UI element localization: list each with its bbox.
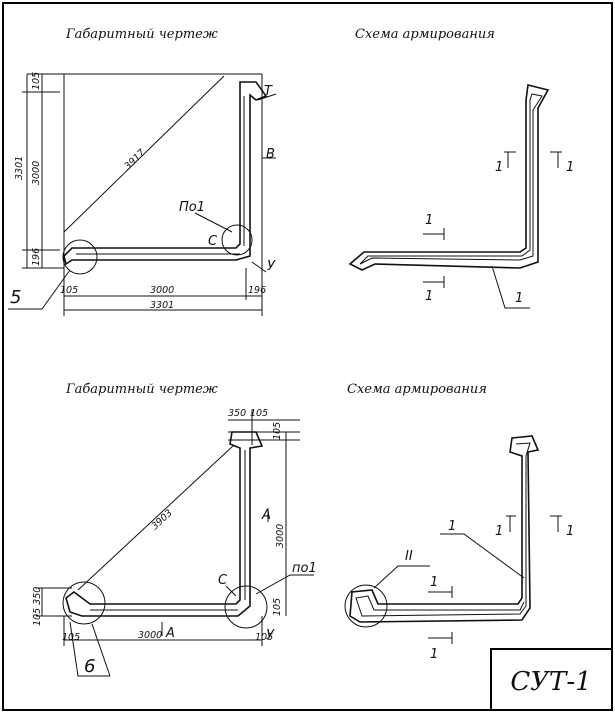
dim-w-inner: 3000 bbox=[150, 285, 174, 296]
node-circle-right bbox=[221, 224, 253, 256]
panel-top-left: Габаритный чертеж 3301 3000 105 196 3917… bbox=[8, 27, 277, 316]
rebar-label: 1 bbox=[515, 291, 523, 306]
callout-5-leader bbox=[8, 269, 71, 310]
leader-po1 bbox=[255, 574, 314, 595]
sec-v-right: 1 bbox=[566, 160, 574, 175]
label-t: Т bbox=[264, 84, 273, 99]
panel-bottom-left: Габаритный чертеж 3903 350 105 105 3000 … bbox=[32, 382, 317, 677]
callout-6-leader bbox=[69, 621, 110, 677]
dim-left-h: 105 350 bbox=[32, 587, 43, 626]
dim-diag-label: 3903 bbox=[150, 508, 175, 533]
label-v: В bbox=[266, 147, 275, 162]
dim-diagonal bbox=[77, 444, 235, 591]
dim-h-top: 105 bbox=[31, 72, 42, 90]
label-po1: По1 bbox=[179, 200, 205, 215]
title-gabarit-top: Габаритный чертеж bbox=[65, 27, 218, 42]
label-a-h: А bbox=[165, 626, 175, 641]
node-label: II bbox=[405, 549, 413, 564]
dim-w-left: 105 bbox=[60, 285, 78, 296]
sec-v-right: 1 bbox=[566, 524, 574, 539]
callout-6-leader bbox=[91, 623, 111, 677]
l-element-inner-line bbox=[76, 96, 245, 255]
label-u: У bbox=[267, 259, 276, 274]
sec-h-bot: 1 bbox=[430, 647, 438, 662]
node-circle-right bbox=[224, 585, 268, 629]
label-po1: по1 bbox=[292, 561, 317, 576]
label-a-v: А bbox=[261, 508, 271, 523]
dim-diagonal bbox=[63, 75, 225, 233]
dim-diag-label: 3917 bbox=[122, 147, 147, 172]
l-element-outline bbox=[63, 81, 268, 266]
dim-top-w: 350 bbox=[228, 408, 246, 419]
dim-v-len: 3000 bbox=[275, 524, 286, 548]
sheet-code: СУТ-1 bbox=[510, 667, 591, 697]
dim-h-len: 3000 bbox=[138, 630, 162, 641]
sec-h-bot: 1 bbox=[425, 289, 433, 304]
rebar-outline-inner bbox=[359, 93, 543, 265]
dim-h-inner: 3000 bbox=[31, 161, 42, 185]
rebar-outline-inner bbox=[355, 442, 531, 617]
panel-bottom-right: Схема армирования II 1 1 1 1 1 bbox=[344, 382, 574, 662]
callout-5: 5 bbox=[10, 287, 21, 308]
sheet-code-stamp: СУТ-1 bbox=[490, 648, 613, 711]
node-leader bbox=[373, 565, 430, 589]
rebar-leader bbox=[440, 533, 525, 579]
sec-v-left: 1 bbox=[495, 160, 503, 175]
dim-top-w2: 105 bbox=[250, 408, 268, 419]
rebar-leader bbox=[491, 265, 530, 309]
leader-po1 bbox=[194, 212, 233, 233]
rebar-outline-outer bbox=[348, 84, 550, 271]
dim-h-bot: 196 bbox=[31, 248, 42, 266]
sec-h-top: 1 bbox=[430, 575, 438, 590]
dim-right-h: 105 bbox=[272, 598, 283, 616]
l-element-outline bbox=[65, 431, 264, 617]
dim-top-h: 105 bbox=[272, 422, 283, 440]
rebar-outline-outer bbox=[349, 435, 540, 623]
dim-w-total: 3301 bbox=[150, 300, 174, 311]
dim-right-w: 105 bbox=[255, 632, 273, 643]
sec-h-top: 1 bbox=[425, 213, 433, 228]
rebar-label: 1 bbox=[448, 519, 456, 534]
leader-c bbox=[225, 585, 237, 597]
dim-w-right: 196 bbox=[248, 285, 266, 296]
leader-t bbox=[257, 93, 277, 101]
node-circle-left bbox=[62, 239, 98, 275]
dim-h-total: 3301 bbox=[14, 156, 25, 180]
label-c: С bbox=[218, 573, 228, 588]
stamp-box bbox=[490, 648, 613, 711]
dim-left-w: 105 bbox=[62, 632, 80, 643]
label-u: У bbox=[266, 628, 275, 643]
label-c: С bbox=[208, 234, 218, 249]
title-armirovanie-top: Схема армирования bbox=[355, 27, 495, 42]
leader-u bbox=[251, 261, 267, 273]
callout-6: 6 bbox=[84, 656, 95, 677]
node-circle-left bbox=[62, 581, 106, 625]
title-gabarit-bottom: Габаритный чертеж bbox=[65, 382, 218, 397]
title-armirovanie-bottom: Схема армирования bbox=[347, 382, 487, 397]
panel-top-right: Схема армирования 1 1 1 1 1 bbox=[348, 27, 574, 309]
node-circle bbox=[344, 584, 388, 628]
sec-v-left: 1 bbox=[495, 524, 503, 539]
